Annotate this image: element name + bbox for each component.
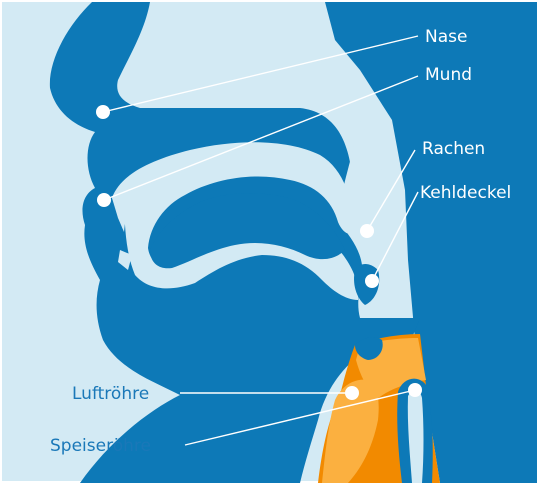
speiseroehre-label: Speiseröhre bbox=[50, 436, 151, 456]
nase-dot bbox=[96, 105, 110, 119]
mund-label: Mund bbox=[425, 65, 472, 85]
rachen-label: Rachen bbox=[422, 139, 485, 159]
rachen-dot bbox=[360, 224, 374, 238]
kehldeckel-dot bbox=[365, 274, 379, 288]
nase-label: Nase bbox=[425, 27, 467, 47]
mund-dot bbox=[97, 193, 111, 207]
kehldeckel-label: Kehldeckel bbox=[420, 183, 511, 203]
luftroehre-label: Luftröhre bbox=[72, 384, 149, 404]
luftroehre-dot bbox=[345, 386, 359, 400]
speiseroehre-dot bbox=[408, 383, 422, 397]
